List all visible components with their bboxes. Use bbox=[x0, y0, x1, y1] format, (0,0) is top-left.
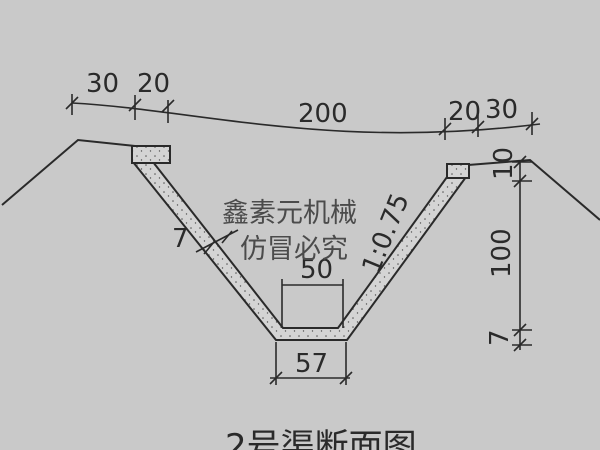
bottom-inner-dimension bbox=[281, 279, 344, 328]
dim-bottom-thickness: 7 bbox=[485, 329, 515, 346]
watermark-line-1: 鑫素元机械 bbox=[222, 198, 357, 229]
dim-bottom-outer: 57 bbox=[295, 349, 328, 379]
ground-line-right bbox=[467, 158, 600, 221]
dim-top-span: 200 bbox=[298, 99, 348, 129]
dim-top-right-outer: 30 bbox=[485, 95, 518, 125]
dim-curb-height: 10 bbox=[489, 147, 519, 180]
ground-line-left bbox=[1, 138, 136, 206]
drawing-caption: 2号渠断面图 bbox=[225, 427, 417, 450]
dim-top-left-inner: 20 bbox=[137, 69, 170, 99]
dim-wall-thickness: 7 bbox=[172, 224, 189, 254]
watermark-line-2: 仿冒必究 bbox=[240, 234, 348, 265]
right-dimension-line bbox=[512, 155, 532, 352]
wall-thickness-mark bbox=[195, 229, 239, 255]
bottom-outer-dimension bbox=[269, 342, 353, 385]
dim-depth: 100 bbox=[487, 228, 517, 278]
dim-bottom-inner: 50 bbox=[300, 255, 333, 285]
dim-top-left-outer: 30 bbox=[86, 69, 119, 99]
right-curb bbox=[446, 163, 470, 179]
left-curb bbox=[131, 145, 171, 164]
dim-top-right-inner: 20 bbox=[448, 97, 481, 127]
top-dimension-line bbox=[65, 94, 541, 140]
